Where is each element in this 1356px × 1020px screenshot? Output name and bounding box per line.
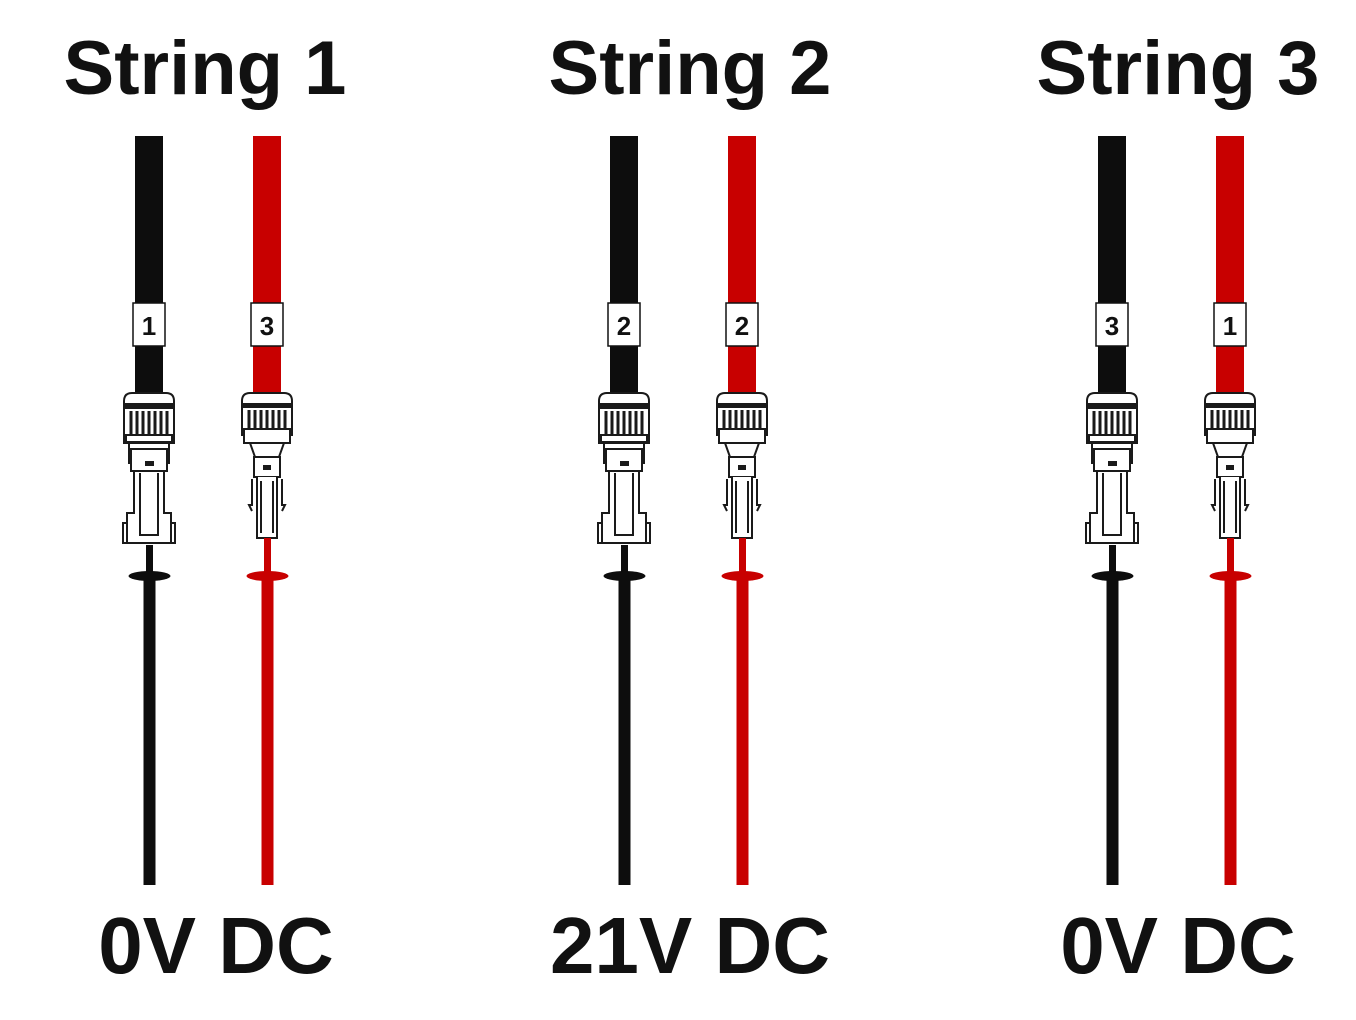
mc4-male-connector-icon bbox=[715, 391, 769, 540]
cable-tag bbox=[725, 302, 759, 347]
voltage-reading: 21V DC bbox=[550, 901, 830, 990]
red-test-probe-icon bbox=[1209, 538, 1252, 885]
mc4-male-connector-icon bbox=[1203, 391, 1257, 540]
positive-cable bbox=[1216, 136, 1244, 394]
mc4-male-connector-icon bbox=[240, 391, 294, 540]
cable-tag bbox=[132, 302, 166, 347]
negative-cable bbox=[1098, 136, 1126, 394]
black-test-probe-icon bbox=[1091, 545, 1134, 885]
voltage-reading: 0V DC bbox=[98, 901, 334, 990]
string-group-3: String 3 3 1 0V DC bbox=[1037, 26, 1320, 990]
red-test-probe-icon bbox=[246, 538, 289, 885]
string-title: String 2 bbox=[549, 26, 832, 111]
mc4-female-connector-icon bbox=[121, 391, 177, 545]
negative-cable bbox=[135, 136, 163, 394]
positive-cable bbox=[728, 136, 756, 394]
black-test-probe-icon bbox=[603, 545, 646, 885]
negative-cable bbox=[610, 136, 638, 394]
cable-tag-number: 2 bbox=[735, 311, 749, 341]
positive-lead: 2 bbox=[715, 136, 769, 885]
string-title: String 1 bbox=[64, 26, 347, 111]
cable-tag-number: 1 bbox=[142, 311, 156, 341]
mc4-female-connector-icon bbox=[1084, 391, 1140, 545]
string-title: String 3 bbox=[1037, 26, 1320, 111]
positive-cable bbox=[253, 136, 281, 394]
cable-tag bbox=[250, 302, 284, 347]
cable-tag-number: 1 bbox=[1223, 311, 1237, 341]
string-group-2: String 2 2 2 21V DC bbox=[549, 26, 832, 990]
cable-tag-number: 2 bbox=[617, 311, 631, 341]
negative-lead: 2 bbox=[596, 136, 652, 885]
positive-lead: 3 bbox=[240, 136, 294, 885]
cable-tag bbox=[1095, 302, 1129, 347]
red-test-probe-icon bbox=[721, 538, 764, 885]
cable-tag bbox=[607, 302, 641, 347]
string-group-1: String 1 1 3 0V DC bbox=[64, 26, 347, 990]
negative-lead: 3 bbox=[1084, 136, 1140, 885]
cable-tag bbox=[1213, 302, 1247, 347]
mc4-female-connector-icon bbox=[596, 391, 652, 545]
voltage-reading: 0V DC bbox=[1060, 901, 1296, 990]
black-test-probe-icon bbox=[128, 545, 171, 885]
cable-tag-number: 3 bbox=[1105, 311, 1119, 341]
cable-tag-number: 3 bbox=[260, 311, 274, 341]
positive-lead: 1 bbox=[1203, 136, 1257, 885]
negative-lead: 1 bbox=[121, 136, 177, 885]
